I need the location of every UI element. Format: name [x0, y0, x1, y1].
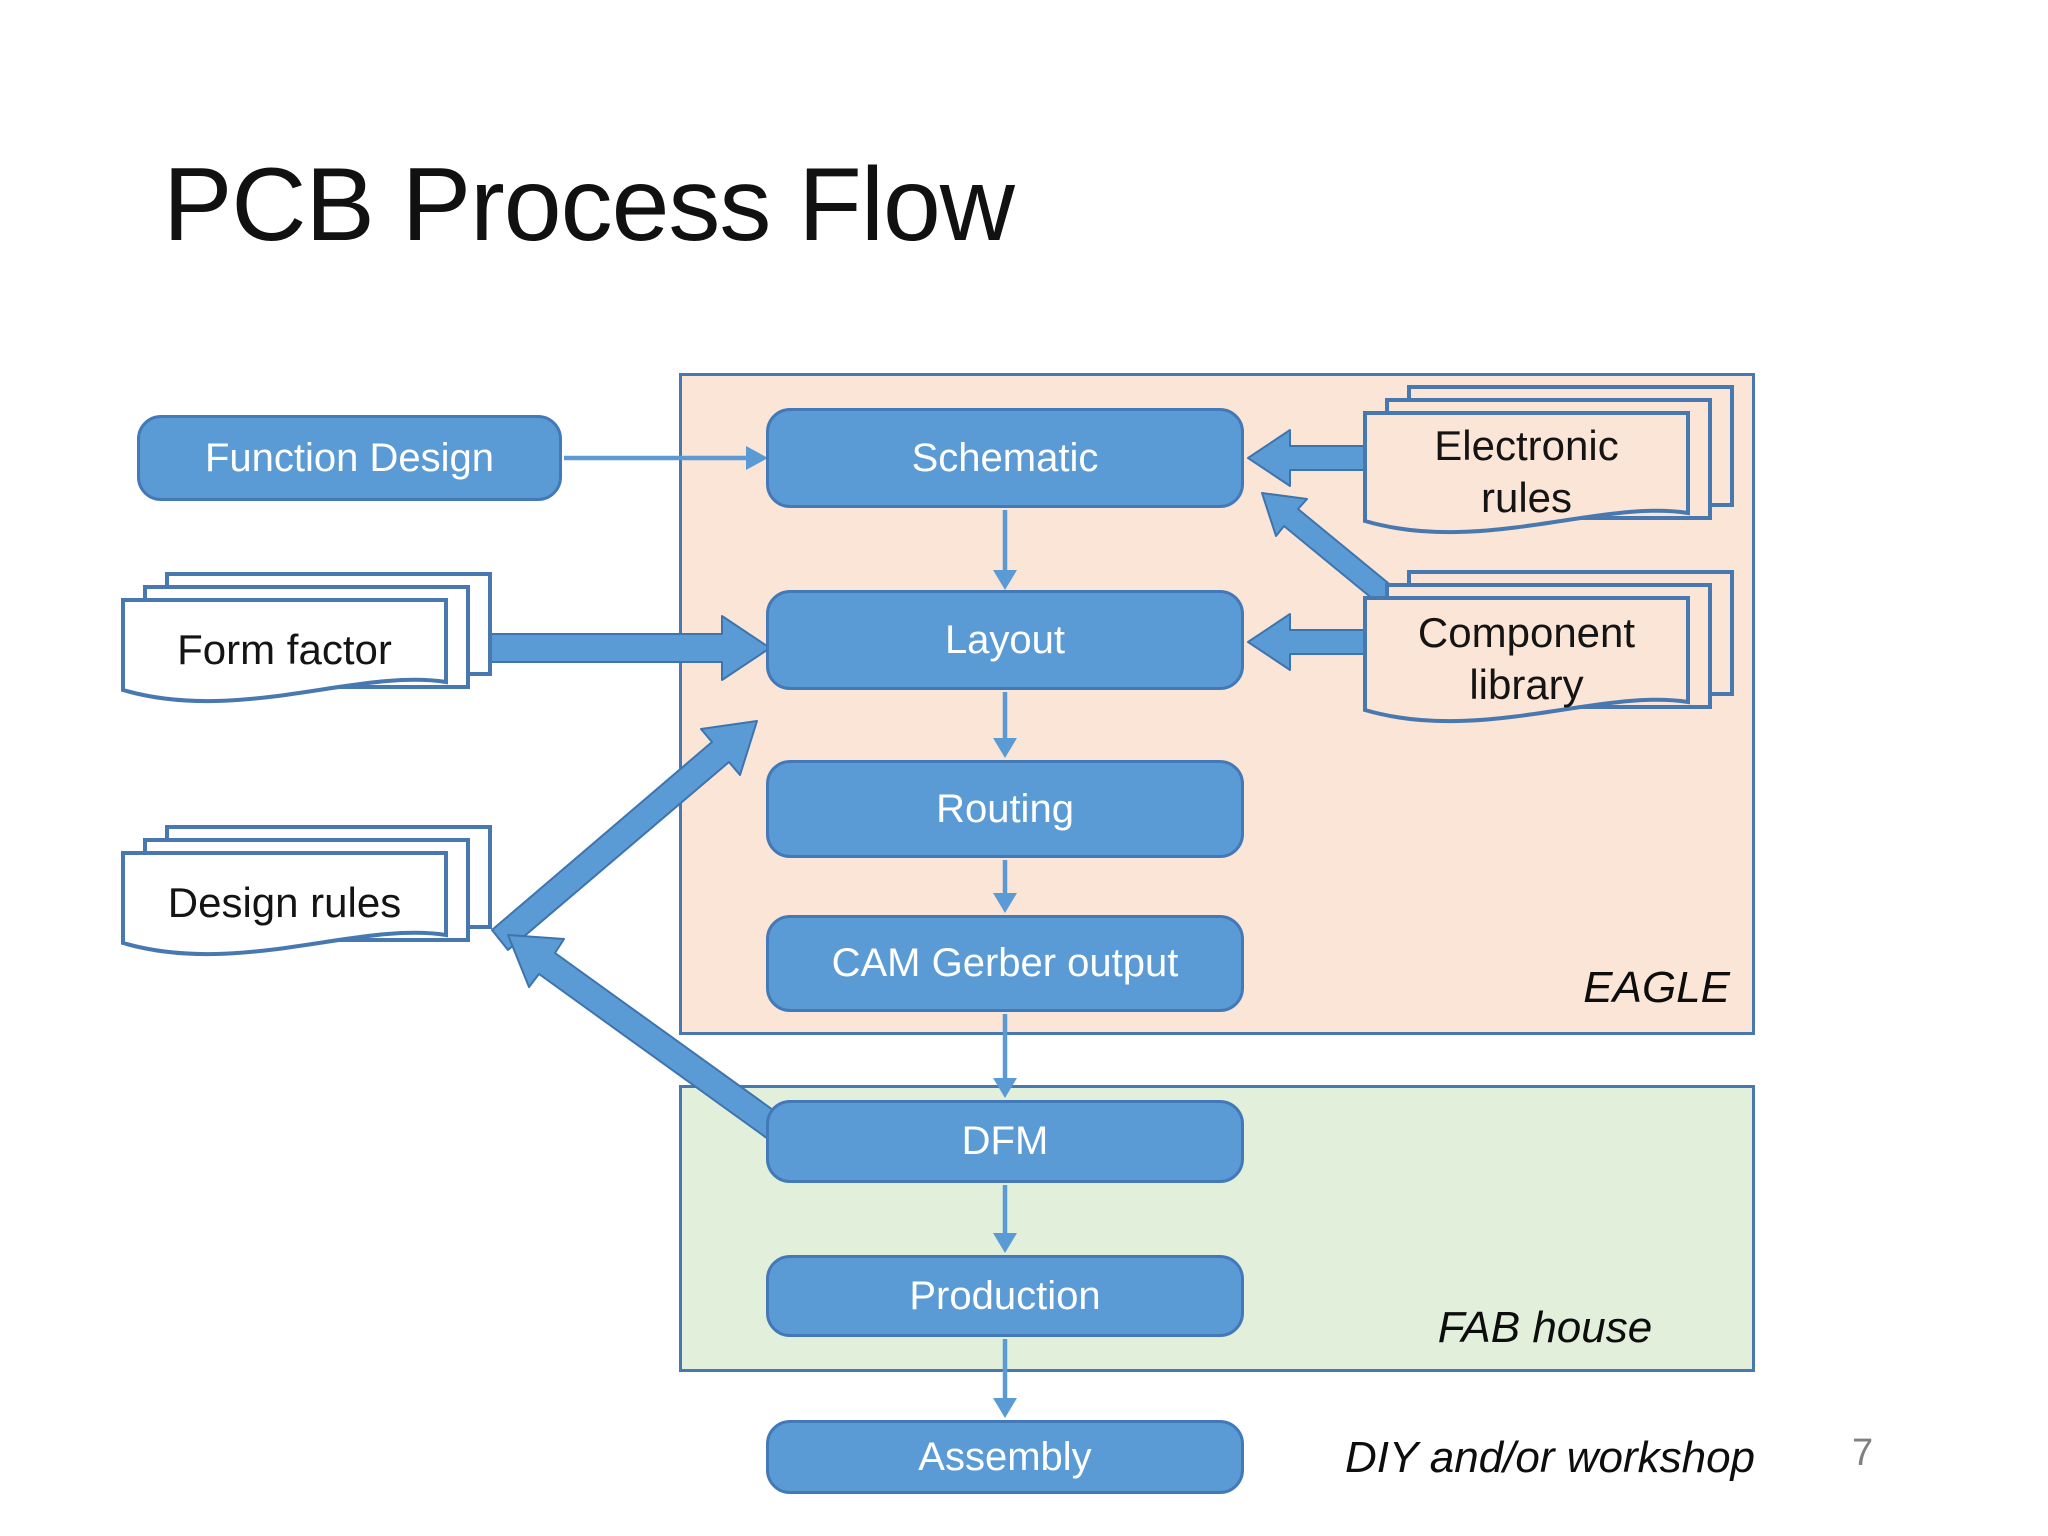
component-library-document-stack: Component library — [1363, 570, 1739, 755]
layout-label: Layout — [944, 617, 1066, 662]
connector-schematic-to-layout-arrow — [993, 510, 1017, 590]
component-library-to-layout-arrow — [1247, 613, 1381, 671]
fab-house-region-label: FAB house — [1437, 1303, 1653, 1352]
form-factor-document-shape — [121, 572, 492, 704]
diy-workshop-label: DIY and/or workshop — [1344, 1433, 1756, 1482]
schematic-box: Schematic — [766, 408, 1244, 508]
design-rules-document-shape — [121, 825, 492, 957]
design-rules-to-layout-arrow — [491, 720, 758, 951]
page-title: PCB Process Flow — [163, 147, 1015, 263]
dfm-label: DFM — [961, 1119, 1049, 1163]
form-factor-document-stack: Form factor — [121, 572, 497, 732]
electronic-rules-to-schematic-arrow — [1247, 429, 1381, 487]
production-box: Production — [766, 1255, 1244, 1337]
design-rules-label: Design rules — [167, 878, 402, 926]
cam-gerber-output-label: CAM Gerber output — [831, 941, 1179, 985]
connector-cam-to-dfm-arrow — [993, 1014, 1017, 1098]
function-design-box: Function Design — [137, 415, 562, 501]
assembly-label: Assembly — [918, 1434, 1092, 1479]
component-library-document-shape — [1363, 570, 1734, 724]
connector-production-to-assembly-arrow — [993, 1339, 1017, 1418]
cam-gerber-output-box: CAM Gerber output — [766, 915, 1244, 1012]
function-design-label: Function Design — [204, 435, 495, 480]
connector-layout-to-routing-arrow — [993, 692, 1017, 758]
dfm-box: DFM — [766, 1100, 1244, 1183]
connector-function-design-to-schematic-arrow — [564, 446, 768, 470]
schematic-label: Schematic — [911, 435, 1099, 480]
form-factor-label: Form factor — [177, 625, 392, 673]
electronic-rules-document-shape — [1363, 385, 1734, 535]
component-library-label: Component library — [1417, 608, 1636, 709]
design-rules-document-stack: Design rules — [121, 825, 497, 985]
connector-routing-to-cam-arrow — [993, 860, 1017, 913]
connector-dfm-to-production-arrow — [993, 1185, 1017, 1253]
dfm-to-design-rules-arrow — [507, 934, 799, 1150]
electronic-rules-label: Electronic rules — [1434, 421, 1619, 522]
layout-box: Layout — [766, 590, 1244, 690]
routing-label: Routing — [936, 786, 1074, 831]
production-label: Production — [909, 1273, 1101, 1318]
electronic-rules-document-stack: Electronic rules — [1363, 385, 1739, 565]
assembly-box: Assembly — [766, 1420, 1244, 1494]
eagle-region-label: EAGLE — [1583, 963, 1730, 1012]
routing-box: Routing — [766, 760, 1244, 858]
page-number: 7 — [1852, 1432, 1874, 1474]
